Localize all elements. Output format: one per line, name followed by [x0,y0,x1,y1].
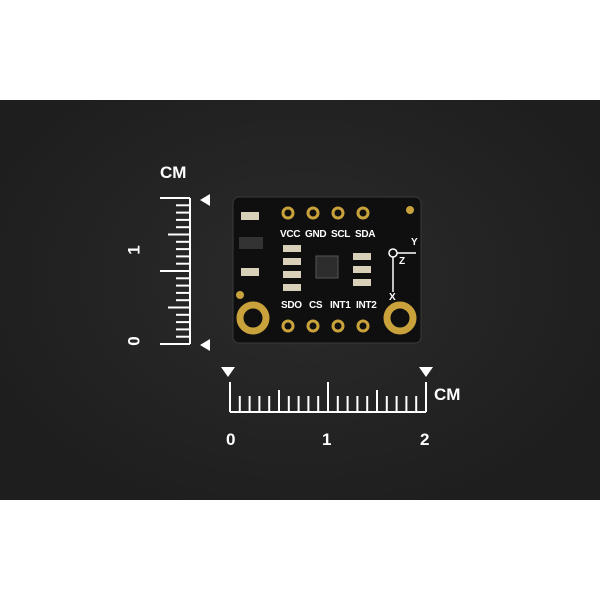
mounting-hole [383,301,417,335]
axis-label-y: Y [411,237,418,248]
pin-pad [331,319,345,333]
horizontal-ruler-label: 1 [322,430,332,449]
horizontal-ruler [221,367,433,413]
regulator-chip [239,237,263,249]
horizontal-ruler-label: 2 [420,430,430,449]
pin-label: SDO [281,300,302,311]
axis-label-z: Z [399,256,405,267]
pin-pad [356,319,370,333]
sensor-chip [315,255,339,279]
pin-label: CS [309,300,323,311]
pin-label: SCL [331,229,351,240]
pin-pad [306,206,320,220]
axis-indicator [388,248,416,292]
vertical-ruler [160,194,210,351]
marker-triangle [221,367,235,377]
pin-pad [306,319,320,333]
mounting-hole [236,301,270,335]
vertical-ruler-label: 1 [124,245,144,255]
pin-pad [281,206,295,220]
pin-pad [331,206,345,220]
pin-label: VCC [280,229,301,240]
axis-label-x: X [389,292,396,303]
marker-triangle [419,367,433,377]
marker-triangle [200,339,210,351]
pin-pad [281,319,295,333]
pin-label: GND [305,229,327,240]
pin-label: INT1 [330,300,351,311]
pin-pad [356,206,370,220]
horizontal-ruler-unit: CM [434,385,461,404]
horizontal-ruler-label: 0 [226,430,236,449]
marker-triangle [200,194,210,206]
vertical-ruler-unit: CM [160,163,187,182]
pin-label: INT2 [356,300,377,311]
vertical-ruler-label: 0 [124,336,144,346]
sensor-board [232,196,422,344]
pin-label: SDA [355,229,376,240]
